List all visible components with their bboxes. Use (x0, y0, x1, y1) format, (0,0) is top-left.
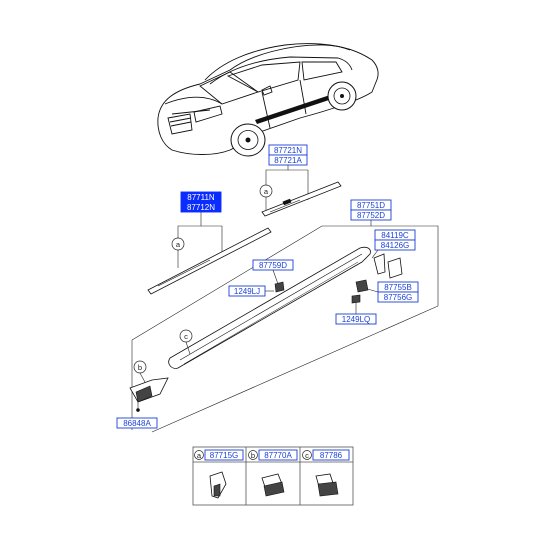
clip-c-drawing (315, 473, 339, 497)
end-cap-piece (373, 253, 386, 275)
label-87712N-text: 87712N (187, 203, 215, 212)
lower-moulding-group: 87711N 87712N a (147, 191, 272, 295)
svg-text:c: c (184, 332, 188, 341)
legend-part-a: 87715G (210, 451, 238, 460)
label-86848A[interactable]: 86848A (116, 417, 158, 429)
label-87756G[interactable]: 87756G (377, 291, 419, 303)
label-87751D-text: 87751D (357, 201, 385, 210)
legend-part-c: 87786 (320, 451, 343, 460)
label-1249LQ-text: 1249LQ (342, 315, 370, 324)
callout-b: b (133, 360, 147, 374)
label-1249LQ[interactable]: 1249LQ (335, 313, 377, 325)
label-1249LJ-text: 1249LJ (234, 287, 260, 296)
lower-moulding-strip (147, 227, 272, 295)
callout-a-lower: a (171, 237, 185, 251)
legend-part-b: 87770A (264, 451, 292, 460)
sill-assembly-box: 87751D 87752D 84119C 84126G 87759D (116, 199, 439, 433)
callout-a-upper: a (259, 184, 273, 198)
label-84119C-text: 84119C (381, 231, 409, 240)
screw-1249LQ (351, 294, 361, 304)
label-1249LJ[interactable]: 1249LJ (228, 285, 266, 297)
svg-text:a: a (176, 240, 181, 249)
car-illustration (157, 43, 379, 157)
label-87752D-text: 87752D (357, 211, 385, 220)
label-87751D[interactable]: 87751D (350, 199, 392, 211)
clip-a-drawing (209, 471, 227, 499)
label-87721N[interactable]: 87721N (268, 144, 308, 156)
label-87752D[interactable]: 87752D (350, 209, 392, 221)
label-87721A-text: 87721A (274, 156, 302, 165)
label-87756G-text: 87756G (384, 293, 412, 302)
upper-moulding-group: 87721N 87721A a (259, 144, 342, 217)
svg-text:a: a (197, 451, 202, 460)
label-87711N-text: 87711N (187, 193, 215, 202)
label-84119C[interactable]: 84119C (374, 229, 416, 241)
svg-text:c: c (305, 451, 309, 460)
callout-c: c (179, 329, 193, 343)
label-84126G-text: 84126G (381, 241, 409, 250)
clip-b-drawing (261, 473, 285, 497)
label-87712N[interactable]: 87712N (180, 201, 222, 213)
legend-table: a 87715G b 87770A c 87786 (192, 446, 354, 506)
legend-item-a[interactable]: a 87715G (194, 449, 244, 461)
legend-item-c[interactable]: c 87786 (302, 449, 350, 461)
label-87755B-text: 87755B (384, 283, 412, 292)
clip-87759D (274, 281, 285, 293)
label-87721N-text: 87721N (274, 146, 302, 155)
label-87759D-text: 87759D (259, 261, 287, 270)
label-84126G[interactable]: 84126G (374, 239, 416, 251)
svg-text:b: b (138, 363, 142, 372)
svg-text:a: a (264, 187, 269, 196)
legend-item-b[interactable]: b 87770A (248, 449, 298, 461)
bracket-87755B (355, 279, 369, 293)
pad-piece (387, 257, 403, 279)
svg-text:b: b (251, 451, 255, 460)
upper-moulding-strip (261, 181, 342, 217)
label-87721A[interactable]: 87721A (268, 154, 308, 166)
label-87755B[interactable]: 87755B (377, 281, 419, 293)
label-87711N[interactable]: 87711N (180, 191, 222, 203)
label-86848A-text: 86848A (123, 419, 151, 428)
label-87759D[interactable]: 87759D (252, 259, 294, 271)
